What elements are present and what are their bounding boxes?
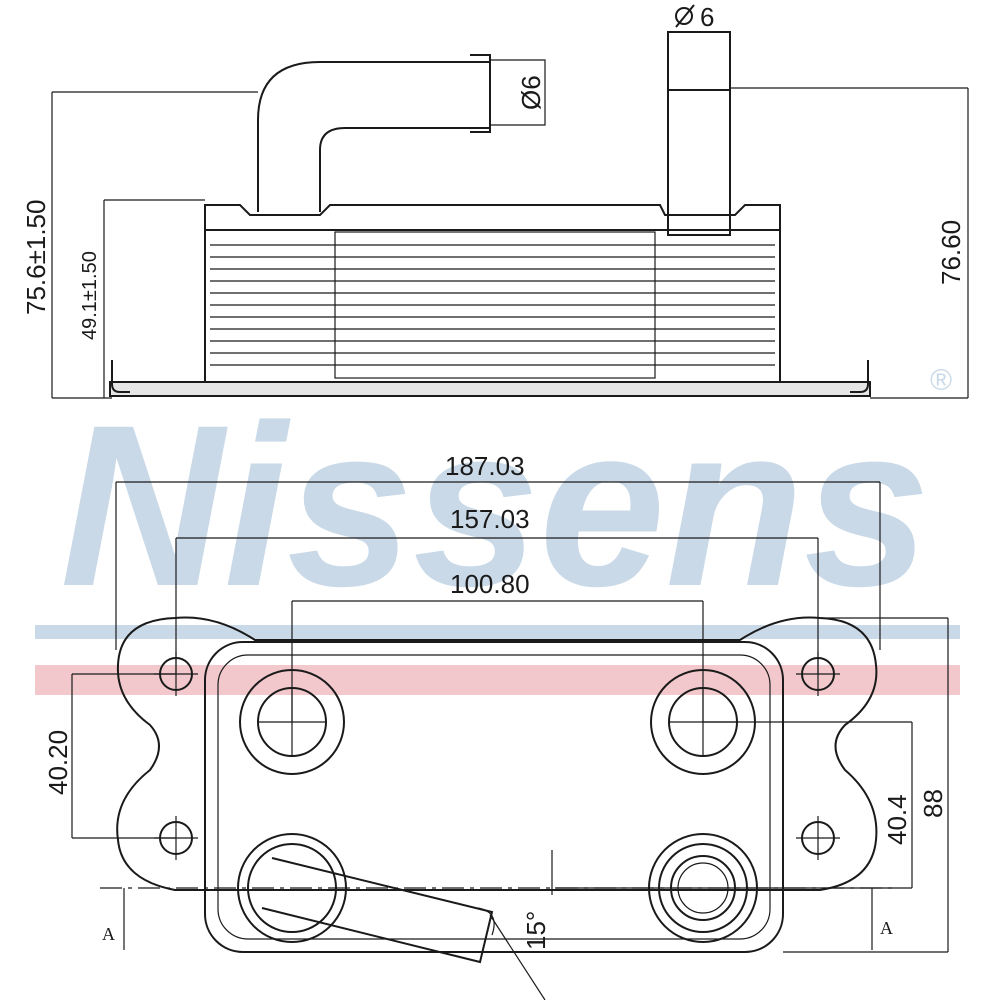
side-left-bent-pipe-inner bbox=[319, 127, 490, 212]
side-top-cap bbox=[204, 204, 781, 230]
side-cooler-fins bbox=[210, 244, 775, 366]
dim-overall-width-text: 187.03 bbox=[445, 451, 525, 481]
dim-bolt-spacing-text: 157.03 bbox=[450, 504, 530, 534]
top-view: 187.03 157.03 100.80 40.20 40.4 88 A A bbox=[43, 451, 949, 1000]
side-base-plate bbox=[109, 381, 871, 397]
dim-left-pipe-diameter-text: Ø6 bbox=[516, 75, 546, 110]
side-left-bent-pipe-outer bbox=[257, 61, 490, 212]
top-cooler-body-outer bbox=[204, 641, 784, 953]
watermark-red-stripe bbox=[35, 665, 960, 695]
registered-mark: ® bbox=[930, 364, 952, 397]
dim-body-height-text: 49.1±1.50 bbox=[79, 251, 101, 340]
top-cooler-body-inner bbox=[217, 654, 771, 940]
angled-pipe bbox=[261, 857, 494, 964]
top-flange-outline bbox=[116, 616, 878, 891]
side-cooler-body bbox=[204, 229, 781, 383]
watermark-blue-stripe bbox=[35, 625, 960, 639]
nissens-watermark: Nissens ® bbox=[35, 364, 960, 695]
dim-overall-height-text: 75.6±1.50 bbox=[21, 200, 51, 315]
bolt-hole-bottom-right bbox=[796, 816, 840, 860]
side-base-right-flange bbox=[850, 360, 869, 393]
side-right-pipe-tip bbox=[667, 31, 731, 91]
side-right-pipe bbox=[667, 89, 731, 236]
angle-text: 15° bbox=[521, 911, 551, 950]
side-left-pipe-end bbox=[470, 54, 491, 133]
dim-right-vertical-b-text: 88 bbox=[918, 789, 948, 818]
angle-pipe-axis bbox=[489, 914, 546, 1000]
dim-port-spacing-text: 100.80 bbox=[450, 569, 530, 599]
dim-right-pipe-diameter-text: 6 bbox=[700, 2, 714, 32]
dim-left-vertical-text: 40.20 bbox=[43, 730, 73, 795]
section-label-left: A bbox=[102, 924, 115, 944]
dim-right-height-text: 76.60 bbox=[936, 220, 966, 285]
section-label-right: A bbox=[880, 918, 893, 938]
side-left-pipe-tip bbox=[490, 59, 546, 126]
port-bottom-left bbox=[237, 833, 495, 964]
dim-right-vertical-a-text: 40.4 bbox=[882, 794, 912, 845]
side-view: 75.6±1.50 49.1±1.50 76.60 Ø6 6 bbox=[21, 2, 969, 399]
watermark-text: Nissens bbox=[60, 377, 930, 634]
diameter-slash-icon bbox=[675, 4, 695, 28]
side-base-left-flange bbox=[111, 360, 130, 393]
diameter-symbol-icon bbox=[675, 7, 693, 25]
